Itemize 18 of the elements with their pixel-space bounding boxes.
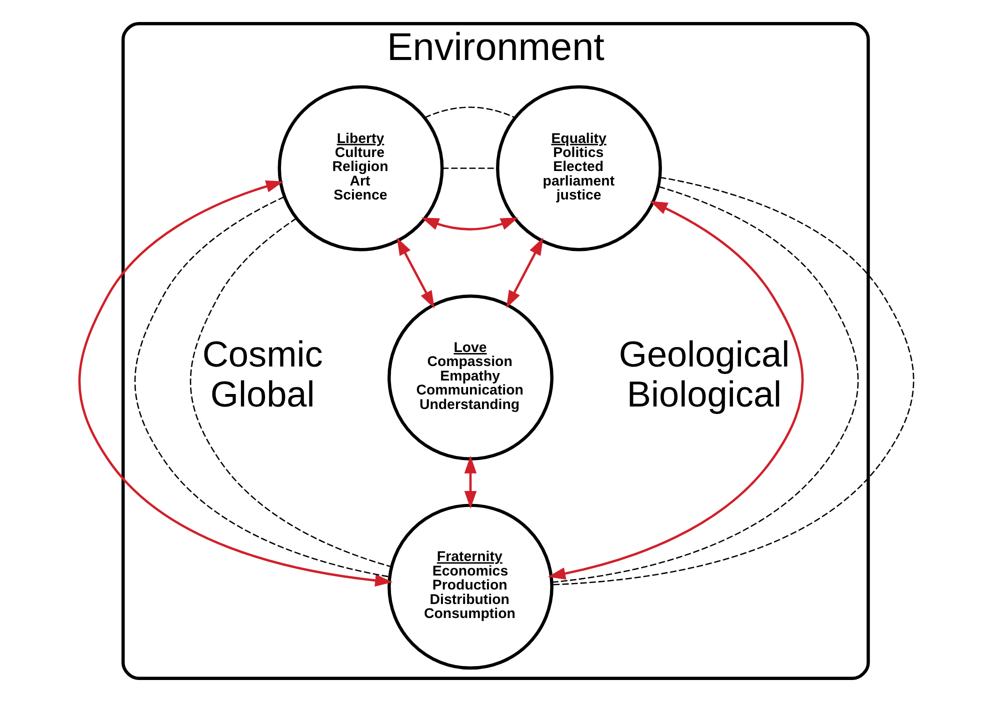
arrow <box>421 218 518 230</box>
node-circle: Liberty Culture Religion Art Science <box>278 85 444 252</box>
connector <box>552 186 858 583</box>
connector <box>442 168 498 169</box>
label: Geological Biological <box>618 333 790 414</box>
connector <box>190 218 392 568</box>
arrow <box>78 180 393 587</box>
arrow <box>464 456 477 509</box>
arrow <box>396 238 434 308</box>
arrow <box>506 238 544 308</box>
arrow <box>548 201 804 580</box>
node-circle: Love Compassion Empathy Communication Understanding <box>388 294 554 460</box>
node-circle: Fraternity Economics Production Distribution Consumption <box>388 504 554 670</box>
label: Cosmic Global <box>202 333 323 414</box>
connector <box>424 106 516 118</box>
connector <box>552 176 914 586</box>
node-circle: Equality Politics Elected parliament justice <box>496 85 662 252</box>
connector <box>134 196 390 578</box>
